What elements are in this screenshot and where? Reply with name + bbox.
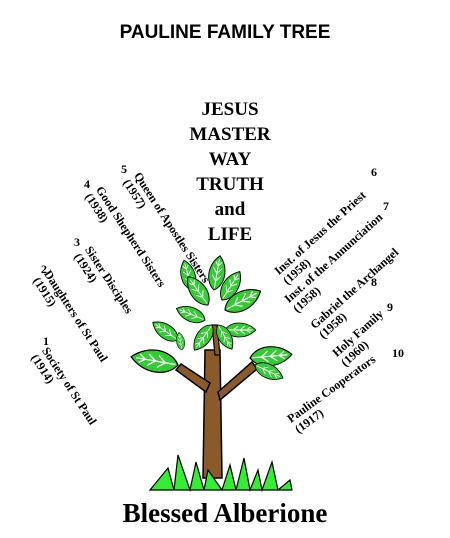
- tree-trunk: [174, 324, 259, 479]
- branch-number: 6: [371, 165, 377, 179]
- leaf: [173, 301, 209, 327]
- founder-name: Blessed Alberione: [122, 498, 328, 528]
- motto: JESUS MASTER WAY TRUTH and LIFE: [160, 97, 300, 247]
- diagram-title: PAULINE FAMILY TREE: [119, 22, 331, 43]
- grass: [148, 454, 293, 493]
- motto-line: WAY: [208, 149, 252, 170]
- branch-number: 1: [43, 334, 49, 348]
- motto-line: LIFE: [207, 224, 253, 245]
- branch-number: 5: [121, 162, 127, 176]
- branch-number: 2: [41, 262, 47, 276]
- branch-number: 4: [84, 177, 90, 191]
- branch-number: 7: [383, 199, 389, 213]
- branch-number: 9: [387, 300, 393, 314]
- branch-number: 8: [371, 275, 377, 289]
- motto-line: TRUTH: [196, 174, 264, 195]
- branch-number: 3: [74, 235, 80, 249]
- motto-line: MASTER: [189, 124, 271, 145]
- motto-line: JESUS: [201, 99, 259, 120]
- leaf: [128, 345, 181, 377]
- branch-number: 10: [392, 346, 404, 360]
- motto-line: and: [214, 199, 246, 220]
